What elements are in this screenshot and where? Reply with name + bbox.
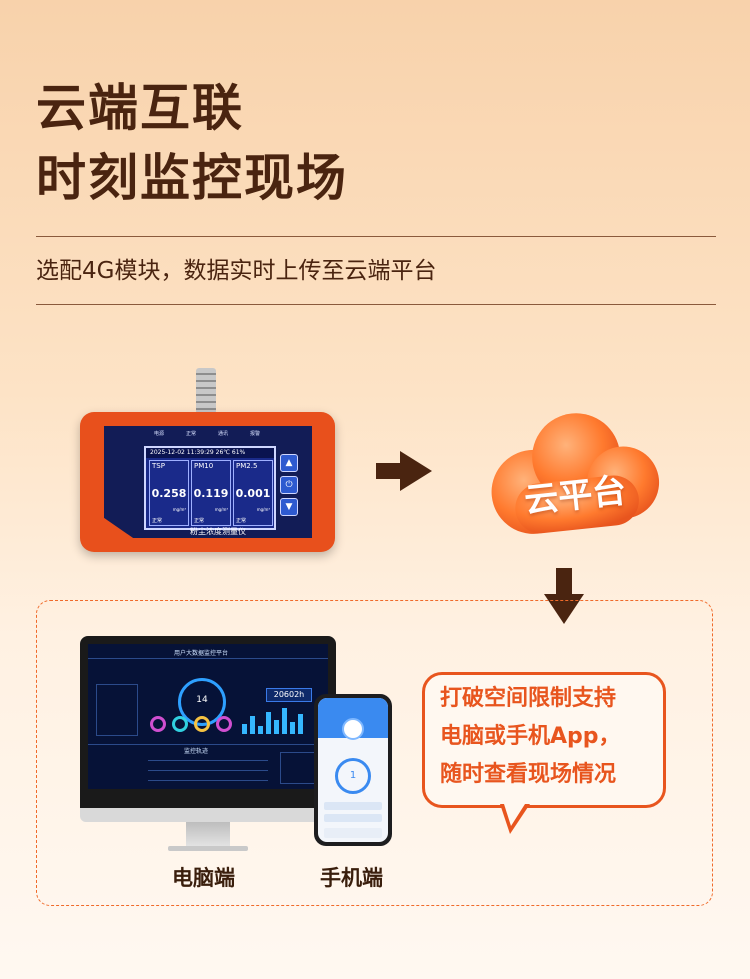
dashboard-side-panel (96, 684, 138, 736)
device-down-button[interactable]: ▼ (280, 498, 298, 516)
phone-avatar-icon (342, 718, 364, 740)
dashboard-table-line (148, 780, 268, 781)
device-up-button[interactable]: ▲ (280, 454, 298, 472)
gauge-value: 14 (196, 695, 208, 705)
mobile-phone: 1 (314, 694, 392, 846)
reading-pm25: PM2.5 0.001 mg/m³ 正常 (233, 460, 273, 526)
speech-bubble (422, 672, 666, 808)
gauge-icon (194, 716, 210, 732)
reading-label: PM2.5 (236, 462, 258, 470)
arrow-right-icon (376, 463, 402, 479)
gauge-icon (216, 716, 232, 732)
lcd-status-bar: 2025-12-02 11:39:29 26℃ 61% (146, 448, 274, 458)
reading-tsp: TSP 0.258 mg/m³ 正常 (149, 460, 189, 526)
access-panel (36, 600, 713, 906)
cloud-icon (491, 413, 660, 534)
phone-list-item[interactable] (324, 814, 382, 822)
arrow-right-head-icon (400, 451, 432, 491)
indicator-normal: 正常 (186, 431, 197, 437)
reading-unit: mg/m³ (256, 507, 270, 512)
divider-bottom (36, 304, 716, 305)
reading-unit: mg/m³ (172, 507, 186, 512)
indicator-power: 电源 (154, 431, 165, 437)
arrow-down-icon (556, 568, 572, 598)
device-lcd-screen: 2025-12-02 11:39:29 26℃ 61% TSP 0.258 mg… (144, 446, 276, 530)
dashboard-divider (88, 744, 328, 745)
reading-status: 正常 (152, 518, 163, 524)
caption-pc: 电脑端 (172, 866, 235, 890)
dust-meter-device: 电源 正常 通讯 报警 2025-12-02 11:39:29 26℃ 61% … (80, 412, 335, 552)
reading-value: 0.119 (193, 487, 229, 500)
device-power-button[interactable]: ⏻ (280, 476, 298, 494)
gauge-icon (172, 716, 188, 732)
monitor-stand (186, 822, 230, 848)
arrow-down-head-icon (544, 594, 584, 624)
dashboard-title: 用户大数据监控平台 (174, 650, 229, 657)
reading-value: 0.001 (235, 487, 271, 500)
divider-top (36, 236, 716, 237)
bubble-line-3: 随时查看现场情况 (440, 762, 617, 787)
heading-line-1: 云端互联 (36, 79, 244, 137)
dashboard-bar-chart (242, 706, 326, 734)
reading-value: 0.258 (151, 487, 187, 500)
device-front-panel: 电源 正常 通讯 报警 2025-12-02 11:39:29 26℃ 61% … (104, 426, 312, 538)
dashboard-section-label: 监控轨迹 (184, 748, 209, 755)
indicator-comm: 通讯 (218, 431, 229, 437)
phone-app-screen: 1 (318, 698, 388, 842)
gauge-icon (150, 716, 166, 732)
monitor-dashboard-screen: 用户大数据监控平台 20602h 14 监控轨迹 (88, 644, 328, 789)
phone-status-ring: 1 (335, 758, 371, 794)
indicator-alarm: 报警 (250, 431, 261, 437)
sensor-nozzle (196, 368, 216, 414)
monitor-chin (80, 808, 336, 822)
monitor-stand-base (168, 846, 248, 851)
dashboard-divider (88, 658, 328, 659)
desktop-monitor: 用户大数据监控平台 20602h 14 监控轨迹 (80, 636, 336, 808)
phone-list-item[interactable] (324, 802, 382, 810)
device-name: 粉尘浓度测量仪 (190, 527, 246, 536)
reading-label: TSP (152, 462, 165, 470)
subtitle: 选配4G模块，数据实时上传至云端平台 (36, 258, 437, 284)
caption-mobile: 手机端 (320, 866, 383, 890)
dashboard-table-line (148, 760, 268, 761)
reading-unit: mg/m³ (214, 507, 228, 512)
heading-line-2: 时刻监控现场 (36, 149, 348, 207)
phone-tab-bar[interactable] (324, 828, 382, 838)
device-indicator-labels: 电源 正常 通讯 报警 (154, 430, 260, 437)
reading-status: 正常 (194, 518, 205, 524)
bubble-line-1: 打破空间限制支持 (440, 686, 617, 711)
dashboard-table-line (148, 770, 268, 771)
reading-status: 正常 (236, 518, 247, 524)
reading-pm10: PM10 0.119 mg/m³ 正常 (191, 460, 231, 526)
speech-bubble-tail-inner (504, 804, 525, 826)
bubble-line-2: 电脑或手机App， (440, 724, 621, 749)
dashboard-counter: 20602h (266, 688, 312, 702)
reading-label: PM10 (194, 462, 214, 470)
